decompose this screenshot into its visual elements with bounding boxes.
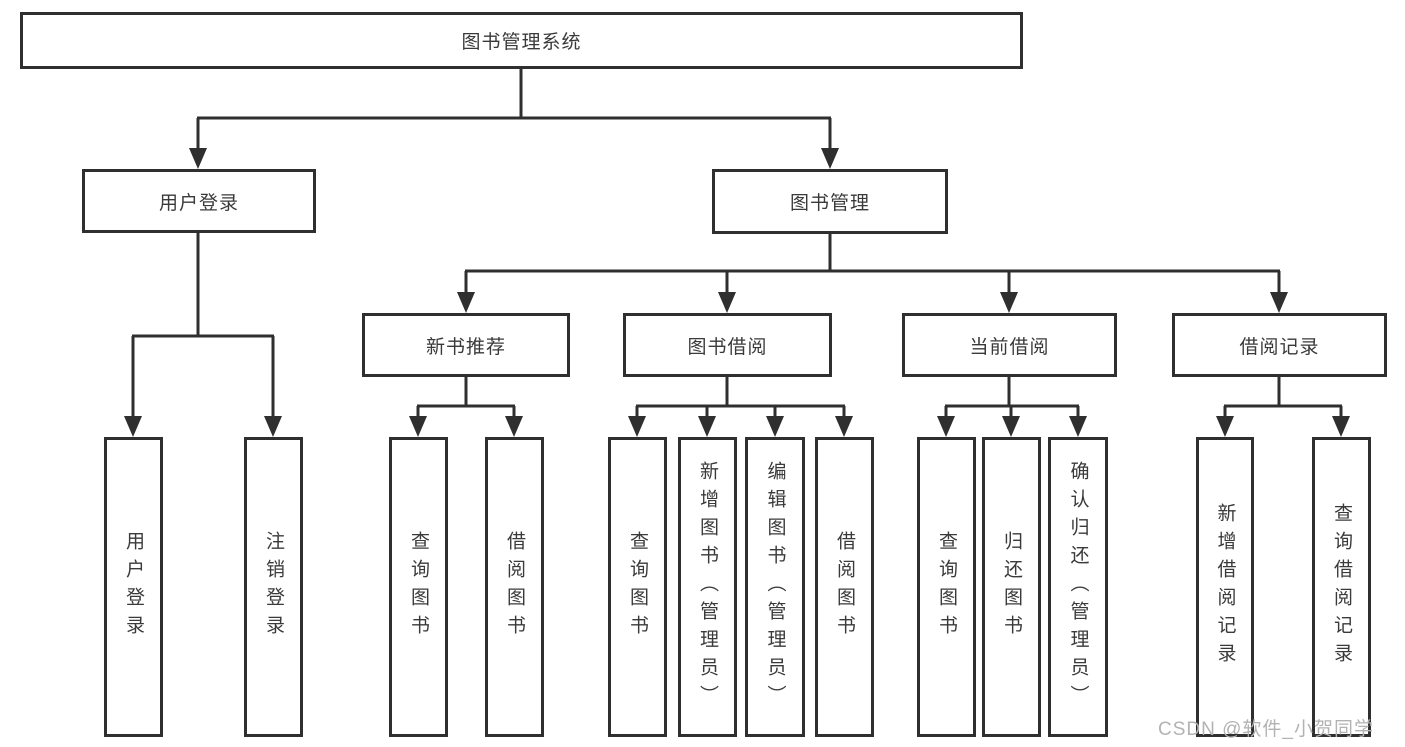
node-root: 图书管理系统: [20, 12, 1023, 69]
csdn-watermark: CSDN @软件_小贺同学: [1158, 719, 1374, 740]
leaf-add-book-admin: 新增图书（管理员）: [678, 437, 737, 737]
leaf-query-books-recommend: 查询图书: [389, 437, 448, 737]
leaf-borrow-books-borrow: 借阅图书: [815, 437, 874, 737]
leaf-label: 查询图书: [627, 531, 648, 643]
leaf-label: 借阅图书: [834, 531, 855, 643]
leaf-borrow-books-recommend: 借阅图书: [485, 437, 544, 737]
node-new-book-recommend: 新书推荐: [362, 313, 570, 377]
leaf-label: 查询图书: [936, 531, 957, 643]
node-current-borrow: 当前借阅: [902, 313, 1117, 377]
leaf-user-login: 用户登录: [104, 437, 163, 737]
node-book-borrow: 图书借阅: [623, 313, 832, 377]
leaf-label: 查询图书: [408, 531, 429, 643]
leaf-label: 新增图书（管理员）: [697, 461, 718, 713]
leaf-query-books-current: 查询图书: [917, 437, 976, 737]
leaf-edit-book-admin: 编辑图书（管理员）: [745, 437, 805, 737]
leaf-label: 用户登录: [123, 531, 144, 643]
leaf-return-book: 归还图书: [982, 437, 1041, 737]
leaf-query-borrow-record: 查询借阅记录: [1312, 437, 1371, 737]
leaf-label: 查询借阅记录: [1331, 503, 1352, 671]
leaf-add-borrow-record: 新增借阅记录: [1196, 437, 1254, 737]
node-user-login: 用户登录: [82, 169, 316, 233]
node-borrow-records: 借阅记录: [1172, 313, 1387, 377]
leaf-label: 注销登录: [263, 531, 284, 643]
leaf-logout: 注销登录: [244, 437, 303, 737]
leaf-query-books-borrow: 查询图书: [608, 437, 667, 737]
leaf-label: 确认归还（管理员）: [1067, 461, 1089, 713]
node-book-management: 图书管理: [712, 169, 948, 234]
leaf-confirm-return-admin: 确认归还（管理员）: [1048, 437, 1108, 737]
leaf-label: 编辑图书（管理员）: [764, 461, 786, 713]
leaf-label: 借阅图书: [504, 531, 525, 643]
leaf-label: 新增借阅记录: [1214, 503, 1236, 671]
leaf-label: 归还图书: [1001, 531, 1022, 643]
